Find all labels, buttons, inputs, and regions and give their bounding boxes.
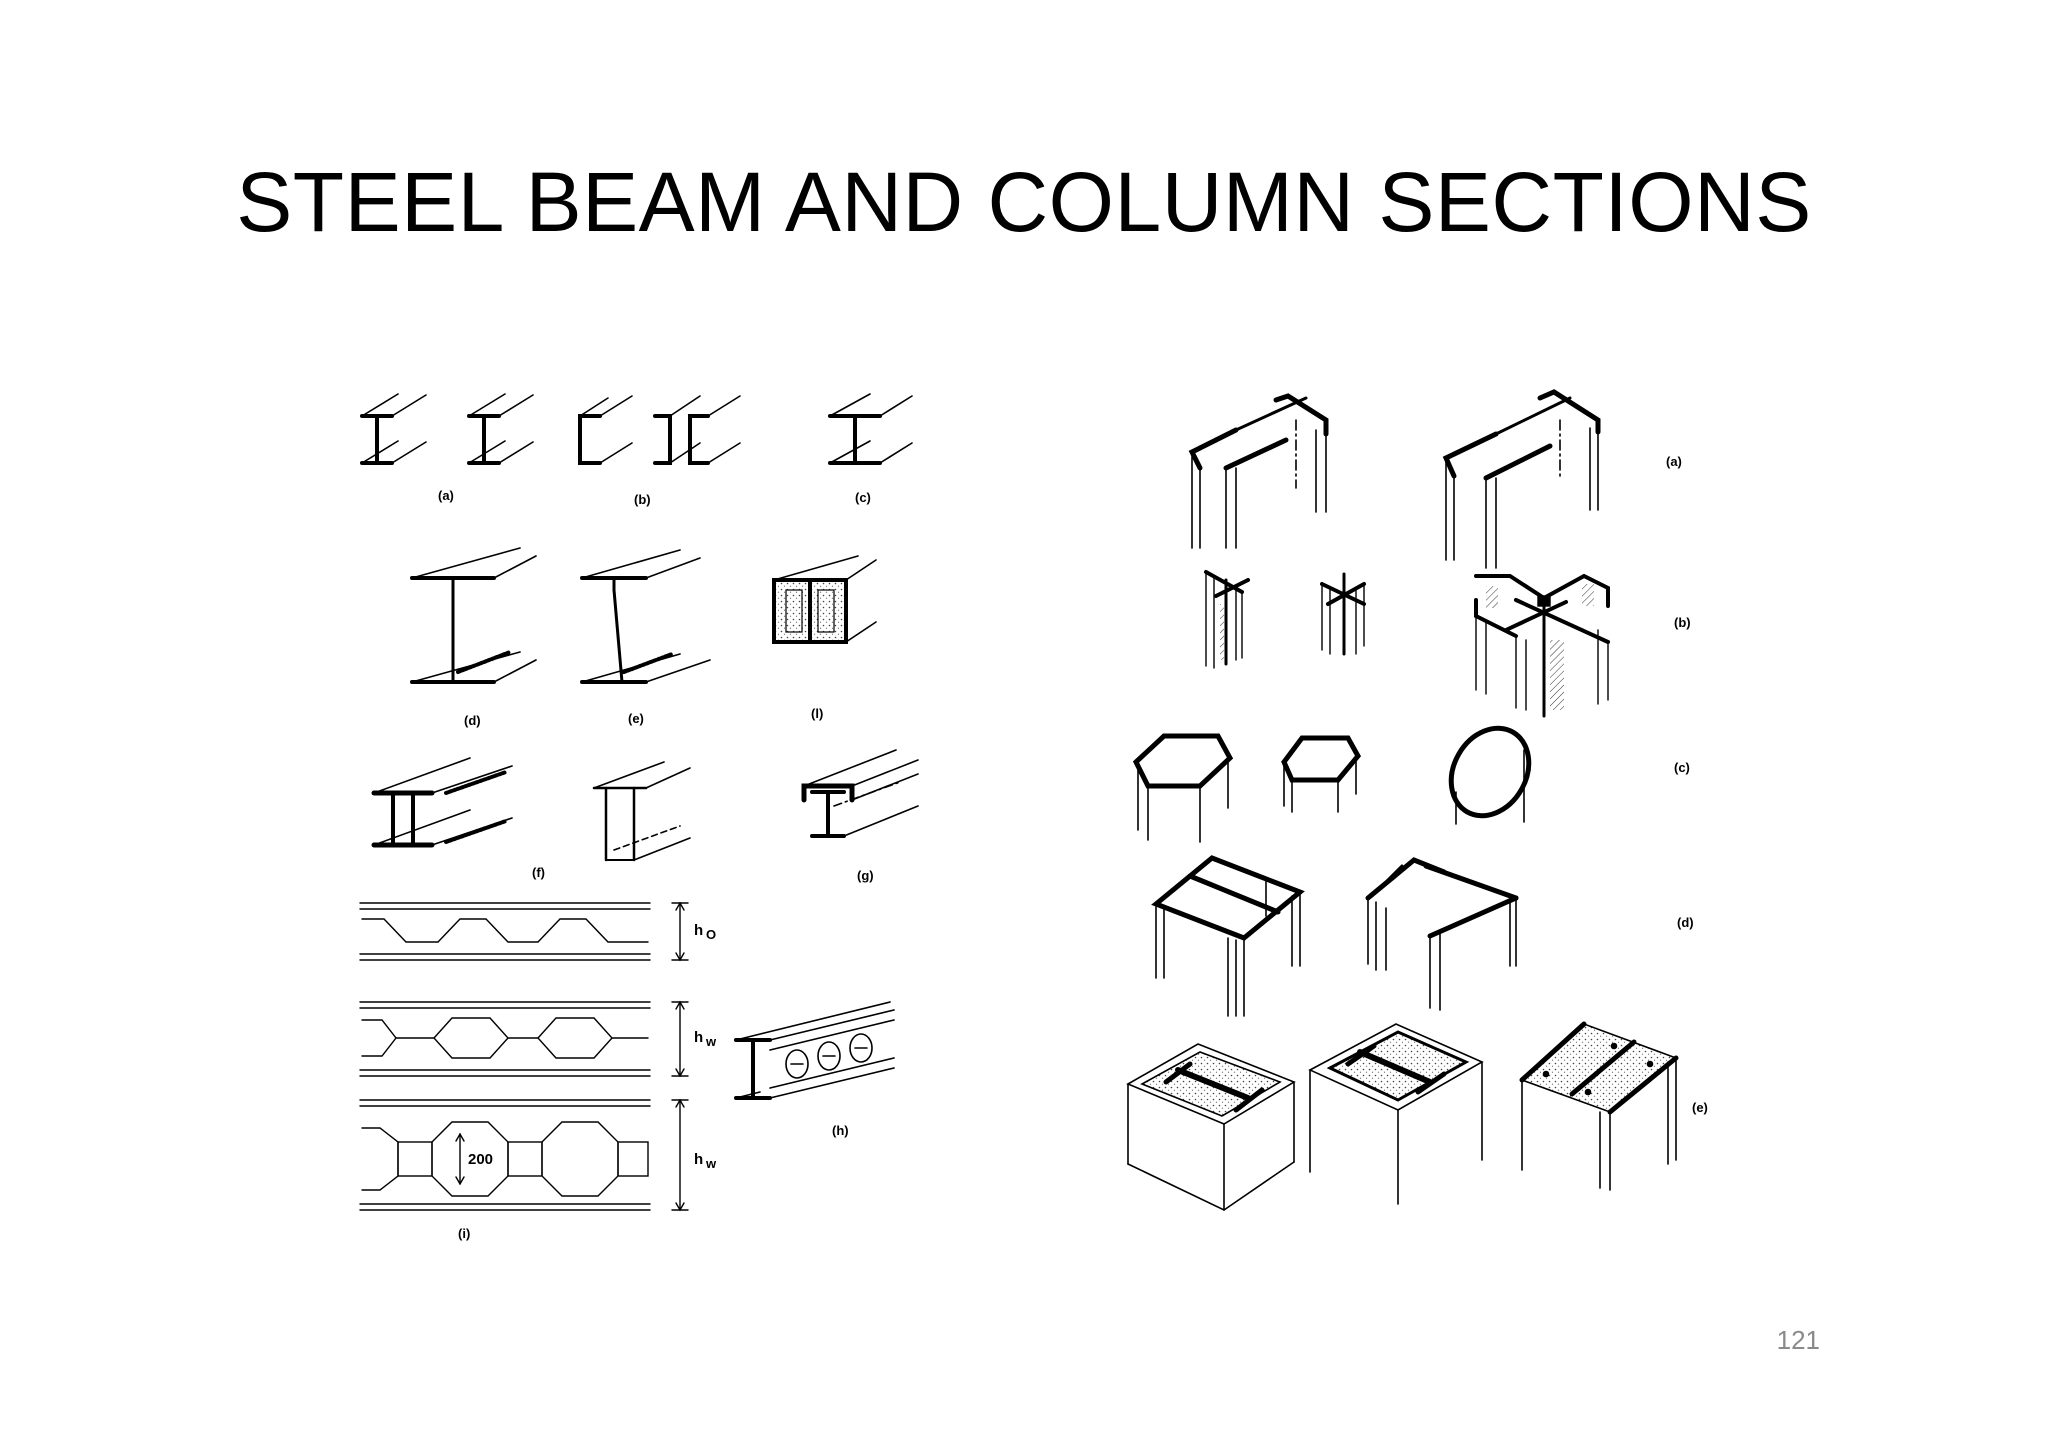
beam-labels: (a) (b) (c) (d) (e) (l) (f) (g) (h) (i) … xyxy=(438,488,874,1241)
column-d-battened-2 xyxy=(1365,857,1519,1011)
dim-hole-value: 200 xyxy=(468,1151,493,1168)
column-c-square-hollow xyxy=(1132,733,1234,843)
column-label-e: (e) xyxy=(1692,1100,1708,1115)
beam-label-f: (f) xyxy=(532,865,545,880)
beam-castellated-3 xyxy=(359,1098,689,1212)
column-sections-group xyxy=(1126,389,1679,1211)
column-a-laced-2 xyxy=(1442,389,1601,569)
beam-e-tapered-girder xyxy=(580,549,711,684)
column-b-cruciform-2 xyxy=(1320,572,1366,656)
beam-f-double-web xyxy=(371,757,513,848)
column-b-cruciform-1 xyxy=(1204,570,1250,669)
beam-a-i-section-2 xyxy=(467,393,534,465)
dim-h0-label: h xyxy=(694,922,703,939)
dim-hw-subscript-1: w xyxy=(705,1034,717,1049)
beam-c-wide-flange xyxy=(828,393,913,465)
column-label-d: (d) xyxy=(1677,915,1694,930)
column-a-laced-1 xyxy=(1188,393,1329,549)
beam-a-i-section-1 xyxy=(360,393,427,465)
column-label-b: (b) xyxy=(1674,615,1691,630)
column-b-built-up xyxy=(1474,573,1610,718)
dim-h0-subscript: O xyxy=(706,927,716,942)
column-c-rect-hollow xyxy=(1281,735,1362,813)
slide-title: STEEL BEAM AND COLUMN SECTIONS xyxy=(236,155,1812,249)
column-e-encased-1 xyxy=(1126,1043,1296,1211)
beam-label-e: (e) xyxy=(628,711,644,726)
column-label-c: (c) xyxy=(1674,760,1690,775)
dim-hw-label-1: h xyxy=(694,1029,703,1046)
beam-label-g: (g) xyxy=(857,868,874,883)
beam-label-i: (i) xyxy=(458,1226,470,1241)
beam-d-plate-girder xyxy=(410,547,537,684)
column-d-battened-1 xyxy=(1151,855,1305,1017)
beam-label-b: (b) xyxy=(634,492,651,507)
beam-l-box-section xyxy=(772,555,877,644)
beam-label-c: (c) xyxy=(855,490,871,505)
beam-label-h: (h) xyxy=(832,1123,849,1138)
beam-label-d: (d) xyxy=(464,713,481,728)
page-number: 121 xyxy=(1776,1325,1820,1355)
beam-h-cellular xyxy=(734,1001,895,1100)
dim-hw-label-2: h xyxy=(694,1151,703,1168)
beam-castellated-1 xyxy=(359,901,689,962)
beam-label-a: (a) xyxy=(438,488,454,503)
beam-g-capped-beam xyxy=(801,749,919,838)
beam-b-channels xyxy=(578,395,741,465)
column-e-encased-2 xyxy=(1308,1023,1484,1205)
beam-label-l: (l) xyxy=(811,706,823,721)
beam-castellated-2 xyxy=(359,1000,689,1078)
column-label-a: (a) xyxy=(1666,454,1682,469)
column-labels: (a) (b) (c) (d) (e) xyxy=(1666,454,1708,1115)
beam-f-open-box xyxy=(592,761,691,862)
column-e-encased-3 xyxy=(1519,1021,1679,1191)
beam-sections-group xyxy=(359,393,919,1212)
column-c-circular-hollow xyxy=(1448,725,1532,825)
dim-hw-subscript-2: w xyxy=(705,1156,717,1171)
